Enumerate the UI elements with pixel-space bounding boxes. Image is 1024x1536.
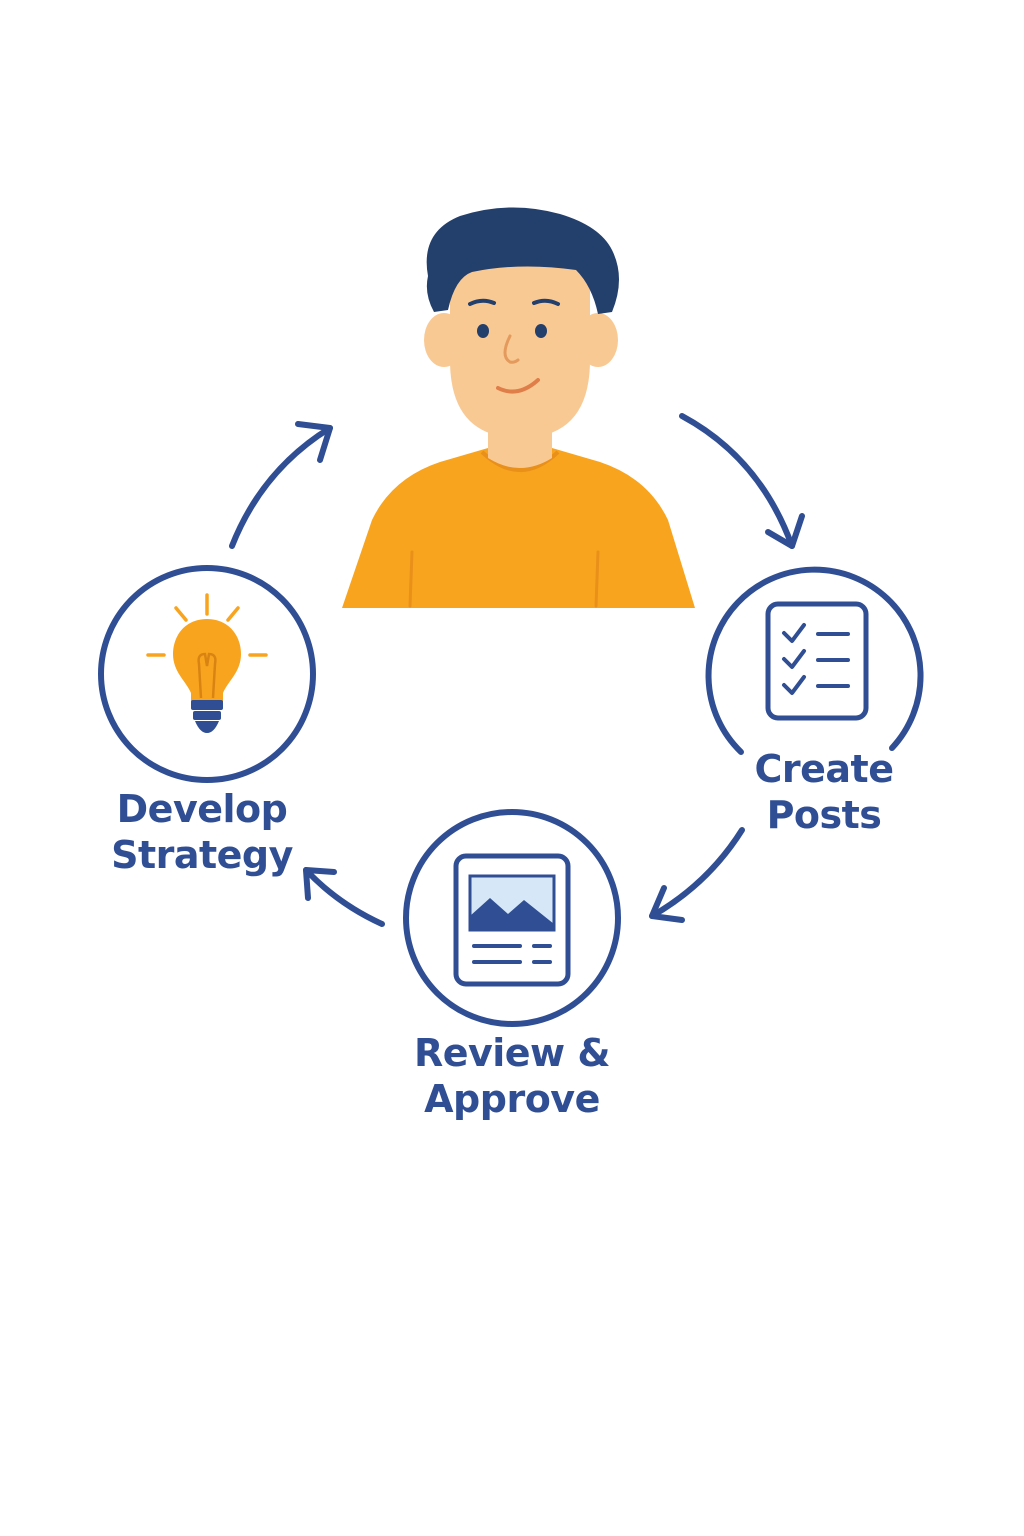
- review-approve-label-line1: Review &: [413, 1031, 611, 1075]
- arrow-develop-to-person: [229, 421, 333, 549]
- create-posts-label: Create Posts: [704, 746, 944, 838]
- person-icon: [342, 207, 695, 608]
- review-approve-circle: [403, 809, 621, 1027]
- right-eye: [535, 324, 547, 338]
- develop-strategy-label-line1: Develop: [116, 787, 288, 831]
- checklist-icon: [765, 601, 869, 721]
- document-image-icon: [453, 853, 571, 987]
- develop-strategy-label: Develop Strategy: [72, 786, 332, 878]
- arrow-review-to-develop: [303, 867, 385, 927]
- develop-strategy-label-line2: Strategy: [111, 833, 293, 877]
- smile: [496, 378, 540, 394]
- arrow-person-to-create: [679, 413, 805, 549]
- create-posts-label-line2: Posts: [766, 793, 882, 837]
- create-posts-circle: [705, 566, 924, 755]
- develop-strategy-circle: [98, 565, 316, 783]
- arrow-create-to-review: [649, 827, 745, 923]
- face: [450, 232, 590, 438]
- review-approve-label: Review & Approve: [382, 1030, 642, 1122]
- hair: [426, 207, 619, 314]
- shirt: [342, 448, 695, 608]
- review-approve-label-line2: Approve: [424, 1077, 600, 1121]
- lightbulb-icon: [146, 593, 268, 733]
- create-posts-label-line1: Create: [754, 747, 894, 791]
- left-eye: [477, 324, 489, 338]
